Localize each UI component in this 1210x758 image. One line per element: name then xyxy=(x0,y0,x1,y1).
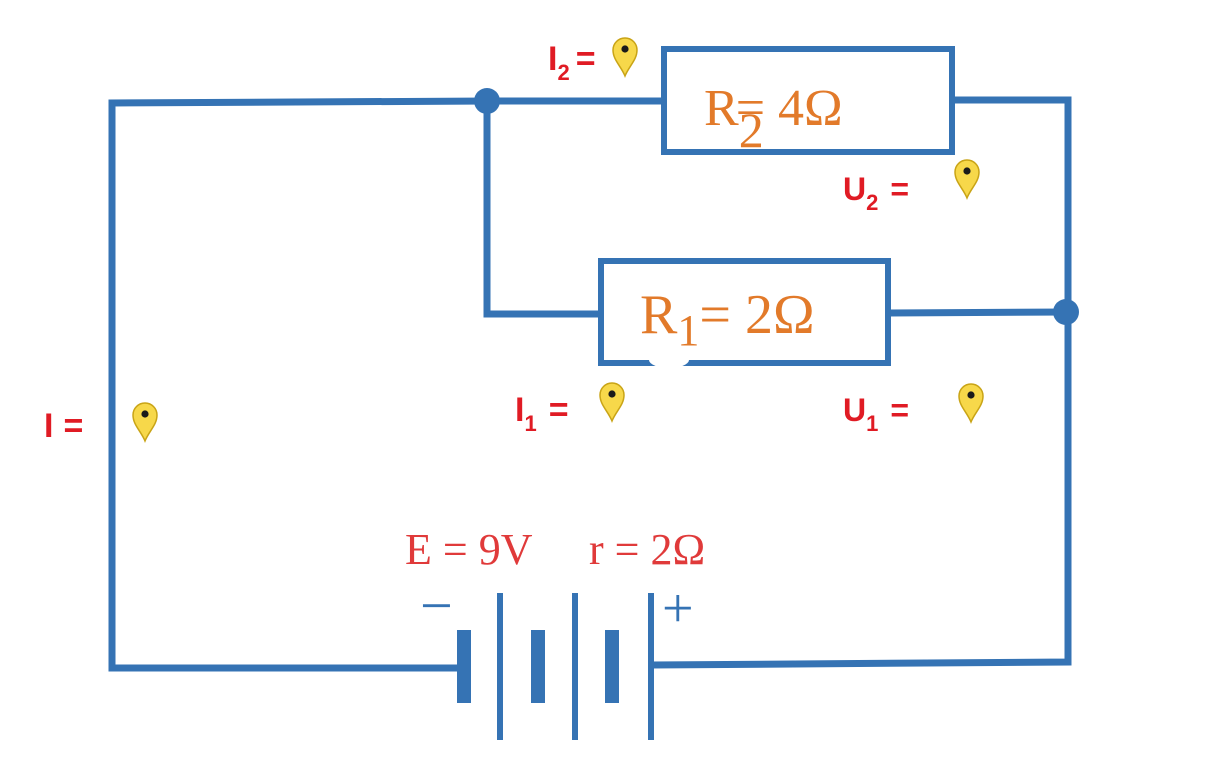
battery-cell-long-1 xyxy=(497,593,503,740)
map-marker-icon xyxy=(958,383,984,425)
map-marker-icon xyxy=(599,382,625,424)
u1-pin-marker[interactable] xyxy=(958,383,984,425)
map-marker-icon xyxy=(132,402,158,444)
junction-right xyxy=(1053,299,1079,325)
i1-pin-marker[interactable] xyxy=(599,382,625,424)
battery-cell-long-3 xyxy=(648,593,654,740)
wire-r2-right xyxy=(948,96,1072,316)
i2-pin-marker[interactable] xyxy=(612,37,638,79)
map-marker-icon xyxy=(612,37,638,79)
battery-plus-sign: + xyxy=(662,578,694,640)
resistor-r1-box xyxy=(598,258,891,366)
wire-right-down xyxy=(651,308,1072,669)
battery-minus-sign: − xyxy=(420,573,453,638)
i-pin-marker[interactable] xyxy=(132,402,158,444)
wires xyxy=(108,96,1072,672)
label-u2: U2= xyxy=(843,171,909,215)
resistor-r1-label: R1= 2Ω xyxy=(640,284,815,355)
wire-r1-right xyxy=(884,308,1070,317)
battery-cell-short-2 xyxy=(531,630,545,703)
junction-left xyxy=(474,88,500,114)
battery-cell-short-3 xyxy=(605,630,619,703)
label-i2: I2= xyxy=(548,40,596,85)
label-i1: I1= xyxy=(515,391,569,436)
label-u1: U1= xyxy=(843,392,909,436)
battery-internal-resistance-label: r = 2Ω xyxy=(589,525,705,574)
wire-branch-down xyxy=(483,97,605,318)
battery: − + xyxy=(420,573,694,740)
resistor-r2-box xyxy=(661,46,955,155)
map-marker-icon xyxy=(954,159,980,201)
battery-cell-long-2 xyxy=(572,593,578,740)
label-i-total: I= xyxy=(44,407,83,445)
wire-left xyxy=(108,97,491,672)
resistor-r1-glare xyxy=(649,352,689,368)
battery-emf-label: E = 9V xyxy=(405,525,533,574)
battery-cell-short-1 xyxy=(457,630,471,703)
resistor-r2-label: R2= 4Ω xyxy=(704,80,843,158)
u2-pin-marker[interactable] xyxy=(954,159,980,201)
